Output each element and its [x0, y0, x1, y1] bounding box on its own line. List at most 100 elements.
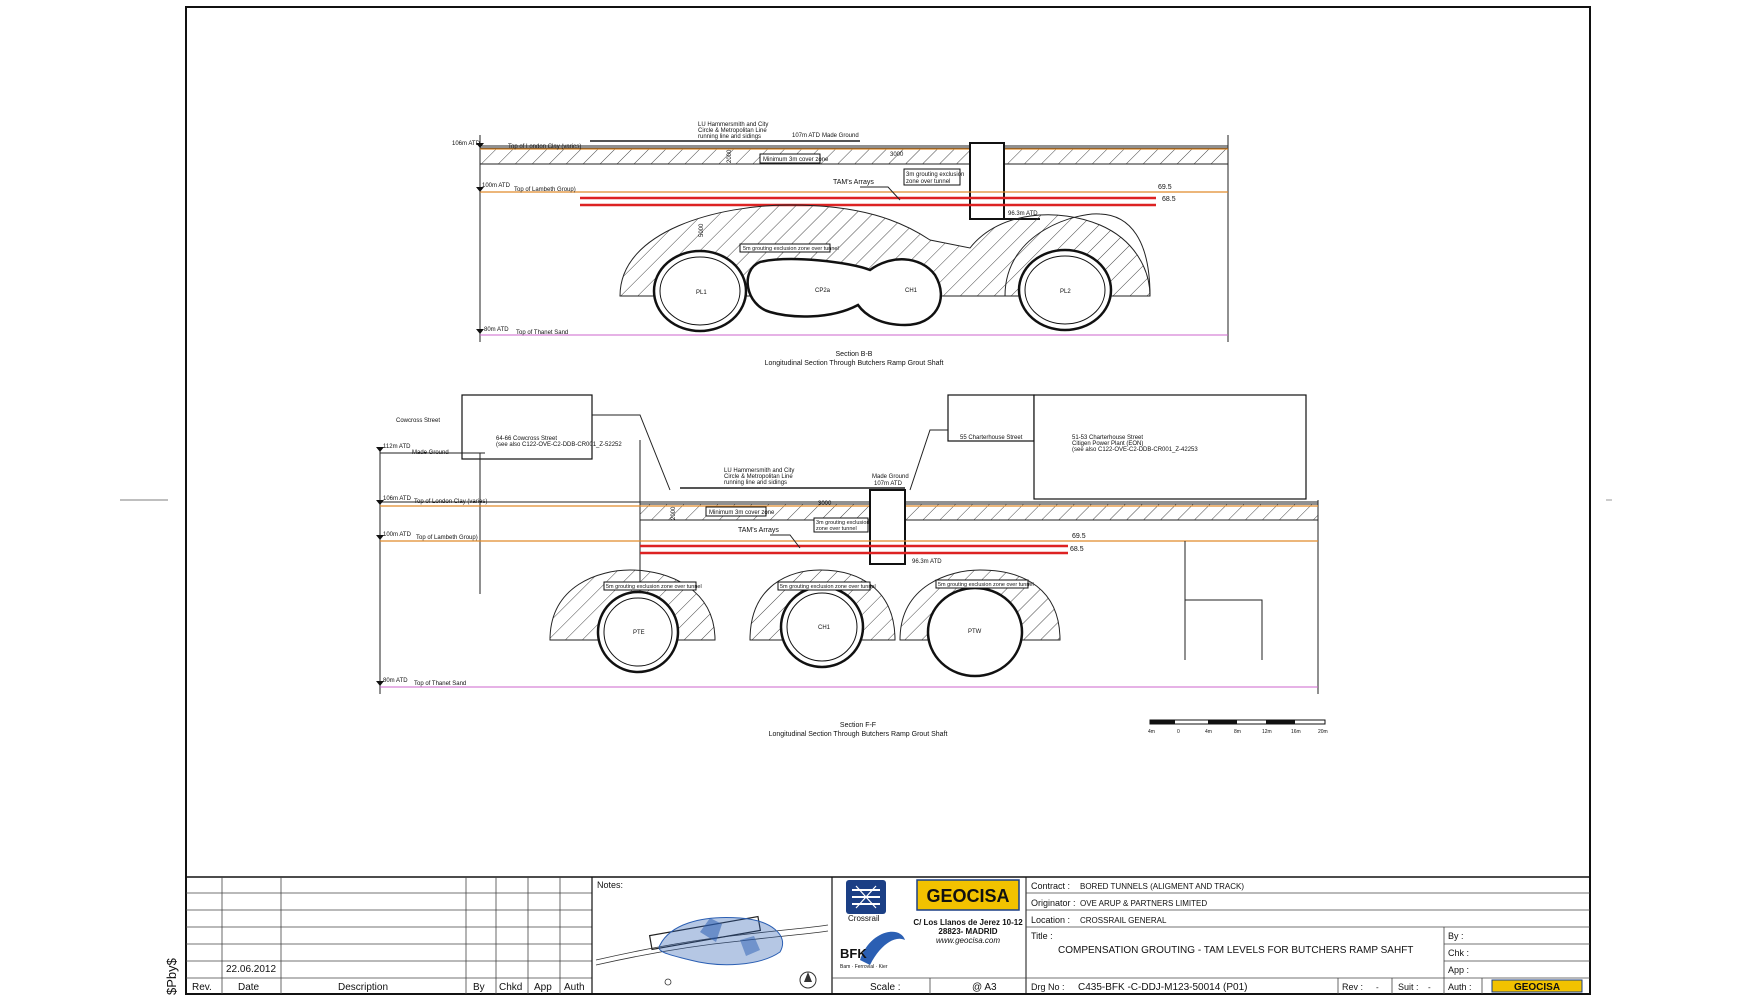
ff-building-1a: 64-66 Cowcross Street	[496, 436, 557, 442]
bb-lu-line-3: running line and sidings	[698, 134, 761, 140]
tb-head-auth: Auth	[564, 982, 585, 993]
scale-bar-seg-2	[1208, 720, 1237, 724]
tb-bfk-sub: Bam · Ferrovial · Kier	[840, 964, 888, 970]
bb-made-ground: Made Ground	[822, 133, 859, 139]
scale-tick-1: 0	[1177, 729, 1180, 735]
tb-head-chkd: Chkd	[499, 982, 522, 993]
bb-tunnel-cp2a	[746, 257, 943, 327]
tb-by-label: By :	[1448, 931, 1464, 941]
tb-revision-grid	[186, 877, 592, 994]
bb-dim-5000: 5000	[699, 223, 705, 237]
tb-app-label: App :	[1448, 965, 1469, 975]
ff-lu-line-1: LU Hammersmith and City	[724, 468, 794, 474]
bb-tunnel-pl2-lining	[1024, 255, 1106, 325]
title-block: 22.06.2012 Rev. Date Description By Chkd…	[186, 876, 1591, 994]
ff-level-107: 107m ATD	[874, 481, 903, 487]
tb-key-plan	[595, 915, 829, 989]
bb-lvl-685: 68.5	[1162, 196, 1176, 203]
bb-tunnel-pl2-label: PL2	[1060, 289, 1071, 295]
scale-tick-3: 8m	[1234, 729, 1241, 735]
bb-tunnel-excl: 5m grouting exclusion zone over tunnel	[743, 246, 839, 252]
ff-subtitle: Longitudinal Section Through Butchers Ra…	[769, 731, 948, 738]
bb-level-107: 107m ATD	[792, 133, 821, 139]
bb-exclusion-2: zone over tunnel	[906, 179, 950, 185]
section-bb: 106m ATD Top of London Clay (varies) 100…	[452, 122, 1229, 367]
ff-building-3a: 51-53 Charterhouse Street	[1072, 435, 1143, 441]
ff-building-55-base	[909, 429, 948, 491]
bb-soil-strip-right	[1003, 147, 1229, 165]
tb-originator-label: Originator :	[1031, 898, 1076, 908]
tb-crossrail-logo	[846, 880, 886, 914]
ff-exclusion-2: zone over tunnel	[816, 526, 857, 532]
tb-head-date: Date	[238, 982, 260, 993]
bb-cover-label: Minimum 3m cover zone	[763, 157, 829, 163]
ff-level-marker-106	[376, 500, 384, 505]
scale-tick-2: 4m	[1205, 729, 1212, 735]
bb-level-80: 80m ATD	[484, 327, 509, 333]
bb-exclusion-1: 3m grouting exclusion	[906, 172, 964, 178]
bb-tunnel-excl-box	[739, 243, 831, 253]
bb-stratum-lambeth: Top of Lambeth Group)	[514, 187, 576, 193]
ff-level-marker-100	[376, 535, 384, 540]
scale-tick-5: 16m	[1291, 729, 1301, 735]
ff-lu-line-2: Circle & Metropolitan Line	[724, 474, 793, 480]
tb-bfk-text: BFK	[840, 946, 867, 961]
tb-head-desc: Description	[338, 982, 388, 993]
signature-mark: $Pby$	[164, 957, 179, 995]
tb-auth-label: Auth :	[1448, 982, 1472, 992]
ff-exclusion-1: 3m grouting exclusion	[816, 520, 870, 526]
tb-address-2: 28823- MADRID	[938, 927, 997, 936]
tb-rev-value: -	[1376, 983, 1379, 992]
ff-level-100: 100m ATD	[383, 532, 412, 538]
bb-stratum-thanet: Top of Thanet Sand	[516, 330, 568, 336]
tb-crossrail-text: Crossrail	[848, 914, 880, 923]
ff-tunnel-ptw-label: PTW	[968, 629, 982, 635]
ff-exclusion-box	[813, 517, 869, 533]
scale-bar: 4m 0 4m 8m 12m 16m 20m	[1148, 719, 1328, 735]
tb-geocisa-mini-text: GEOCISA	[1514, 982, 1560, 993]
bb-tunnel-cp2a-label: CP2a	[815, 288, 831, 294]
scale-tick-4: 12m	[1262, 729, 1272, 735]
bb-tunnel-pl1-label: PL1	[696, 290, 707, 296]
tb-suit-value: -	[1428, 983, 1431, 992]
ff-made-ground: Made Ground	[412, 450, 449, 456]
ff-cover-box	[705, 506, 767, 517]
bb-level-marker-100	[476, 187, 484, 192]
tb-geocisa-mini-badge	[1491, 979, 1583, 993]
bb-level-marker-106	[476, 143, 484, 148]
tb-geocisa-badge	[916, 879, 1020, 911]
ff-building-1b: (see also C122-OVE-C2-DDB-CR001_Z-52252	[496, 442, 622, 448]
bb-title: Section B-B	[836, 351, 873, 358]
ff-level-106: 106m ATD	[383, 496, 412, 502]
ff-level-80: 80m ATD	[383, 678, 408, 684]
ff-building-cowcross-base	[592, 414, 671, 491]
ff-excl-box-pte	[603, 581, 697, 591]
bb-tams: TAM's Arrays	[833, 179, 874, 186]
tb-rev-date: 22.06.2012	[226, 964, 276, 975]
section-ff: Cowcross Street 64-66 Cowcross Street (s…	[376, 394, 1319, 738]
ff-excl-box-ptw	[935, 579, 1029, 589]
bb-tunnel-pl2	[1017, 248, 1113, 332]
tb-head-by: By	[473, 982, 485, 993]
ff-stratum-lambeth: Top of Lambeth Group)	[416, 535, 478, 541]
tb-location-label: Location :	[1031, 915, 1070, 925]
ff-lu-line-3: running line and sidings	[724, 480, 787, 486]
tb-title-label: Title :	[1031, 931, 1053, 941]
tb-head-rev: Rev.	[192, 982, 212, 993]
scale-tick-6: 20m	[1318, 729, 1328, 735]
ff-stratum-thanet: Top of Thanet Sand	[414, 681, 466, 687]
ff-building-3b: Citigen Power Plant (EON)	[1072, 441, 1143, 447]
bb-level-963: 96.3m ATD	[1008, 211, 1038, 217]
ff-excl-ch1: 5m grouting exclusion zone over tunnel	[780, 584, 876, 590]
ff-tams: TAM's Arrays	[738, 527, 779, 534]
ff-lvl-685: 68.5	[1070, 546, 1084, 553]
bb-dim-2000: 2000	[727, 149, 733, 163]
ff-level-112: 112m ATD	[383, 444, 411, 450]
scale-bar-seg-1	[1150, 720, 1175, 724]
ff-building-2: 55 Charterhouse Street	[960, 435, 1023, 441]
bb-cover-box	[759, 153, 821, 164]
scale-bar-frame	[1149, 719, 1326, 725]
tb-originator: OVE ARUP & PARTNERS LIMITED	[1080, 899, 1207, 908]
tb-scale: @ A3	[972, 982, 997, 993]
